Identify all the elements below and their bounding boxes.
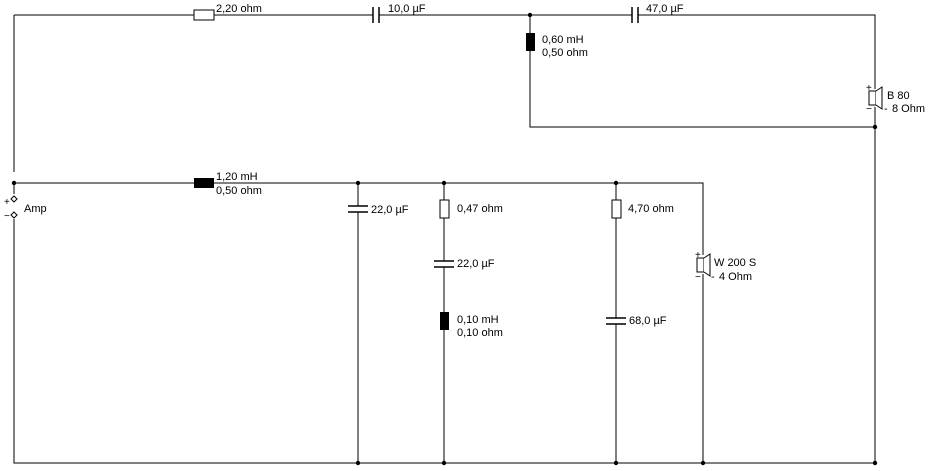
- junction-dot: [11, 180, 17, 186]
- capacitor-value: 22,0 µF: [371, 204, 409, 216]
- resistor-4-70[interactable]: 4,70 ohm: [611, 199, 674, 219]
- speaker-minus-sign: −: [866, 104, 872, 115]
- resistor-2-20[interactable]: 2,20 ohm: [193, 3, 262, 21]
- wire-top-rail-d: [638, 14, 876, 89]
- junction-dot: [872, 124, 878, 130]
- speaker-w200s[interactable]: + − W 200 S - 4 Ohm: [695, 250, 756, 283]
- junction-dot: [441, 180, 447, 186]
- amp-terminals: + − Amp: [4, 195, 47, 222]
- junction-dot: [872, 460, 878, 466]
- amp-label: Amp: [24, 203, 47, 215]
- inductor-icon: [440, 312, 449, 330]
- inductor-resistance: 0,10 ohm: [457, 327, 503, 339]
- junction-dot: [700, 460, 706, 466]
- junction-dot: [613, 460, 619, 466]
- inductor-inductance: 0,60 mH: [542, 34, 584, 46]
- inductor-1-20mh[interactable]: 1,20 mH 0,50 ohm: [194, 171, 262, 197]
- capacitor-10uf[interactable]: 10,0 µF: [372, 3, 426, 23]
- speaker-name: B 80: [887, 90, 910, 102]
- speaker-minus-sign: −: [695, 272, 701, 283]
- junction-dot: [355, 460, 361, 466]
- inductor-0-60mh[interactable]: 0,60 mH 0,50 ohm: [526, 33, 588, 59]
- inductor-0-10mh[interactable]: 0,10 mH 0,10 ohm: [440, 312, 503, 339]
- speaker-impedance: 4 Ohm: [719, 271, 752, 283]
- inductor-icon: [526, 33, 535, 51]
- speaker-name: W 200 S: [714, 257, 756, 269]
- amp-minus-terminal-icon[interactable]: [10, 211, 18, 219]
- capacitor-68uf[interactable]: 68,0 µF: [606, 315, 667, 327]
- junction-dot: [527, 12, 533, 18]
- inductor-inductance: 0,10 mH: [457, 314, 499, 326]
- resistor-value: 0,47 ohm: [457, 203, 503, 215]
- wires: [13, 14, 876, 464]
- resistor-icon: [611, 199, 622, 219]
- speaker-plus-sign: +: [695, 250, 701, 261]
- speaker-impedance: 8 Ohm: [892, 103, 925, 115]
- capacitor-value: 22,0 µF: [457, 258, 495, 270]
- inductor-resistance: 0,50 ohm: [216, 185, 262, 197]
- capacitor-47uf[interactable]: 47,0 µF: [631, 3, 684, 23]
- resistor-0-47[interactable]: 0,47 ohm: [439, 199, 503, 219]
- speaker-dash: -: [711, 271, 715, 283]
- capacitor-22uf-shunt[interactable]: 22,0 µF: [348, 204, 409, 216]
- capacitor-value: 10,0 µF: [388, 3, 426, 15]
- resistor-value: 2,20 ohm: [216, 3, 262, 15]
- inductor-icon: [194, 178, 214, 188]
- amp-minus-sign: −: [4, 211, 10, 222]
- speaker-plus-sign: +: [866, 83, 872, 94]
- wire-shunt-l-bottom: [529, 51, 875, 128]
- capacitor-value: 47,0 µF: [646, 3, 684, 15]
- amp-plus-sign: +: [4, 197, 10, 208]
- junctions: [11, 12, 878, 466]
- inductor-inductance: 1,20 mH: [216, 171, 258, 183]
- speaker-b80[interactable]: + − B 80 - 8 Ohm: [866, 83, 925, 115]
- resistor-icon: [193, 9, 215, 21]
- wire-amp-minus: [13, 219, 875, 464]
- resistor-icon: [439, 199, 450, 219]
- capacitor-value: 68,0 µF: [629, 315, 667, 327]
- junction-dot: [441, 460, 447, 466]
- speaker-dash: -: [884, 103, 888, 115]
- amp-plus-terminal-icon[interactable]: [10, 195, 18, 203]
- junction-dot: [613, 180, 619, 186]
- inductor-resistance: 0,50 ohm: [542, 47, 588, 59]
- junction-dot: [355, 180, 361, 186]
- resistor-value: 4,70 ohm: [628, 203, 674, 215]
- capacitor-22uf-notch[interactable]: 22,0 µF: [434, 258, 495, 270]
- wire-woofer-rail-b: [214, 182, 704, 255]
- speaker-cone-icon: [703, 253, 711, 277]
- speaker-cone-icon: [875, 86, 883, 110]
